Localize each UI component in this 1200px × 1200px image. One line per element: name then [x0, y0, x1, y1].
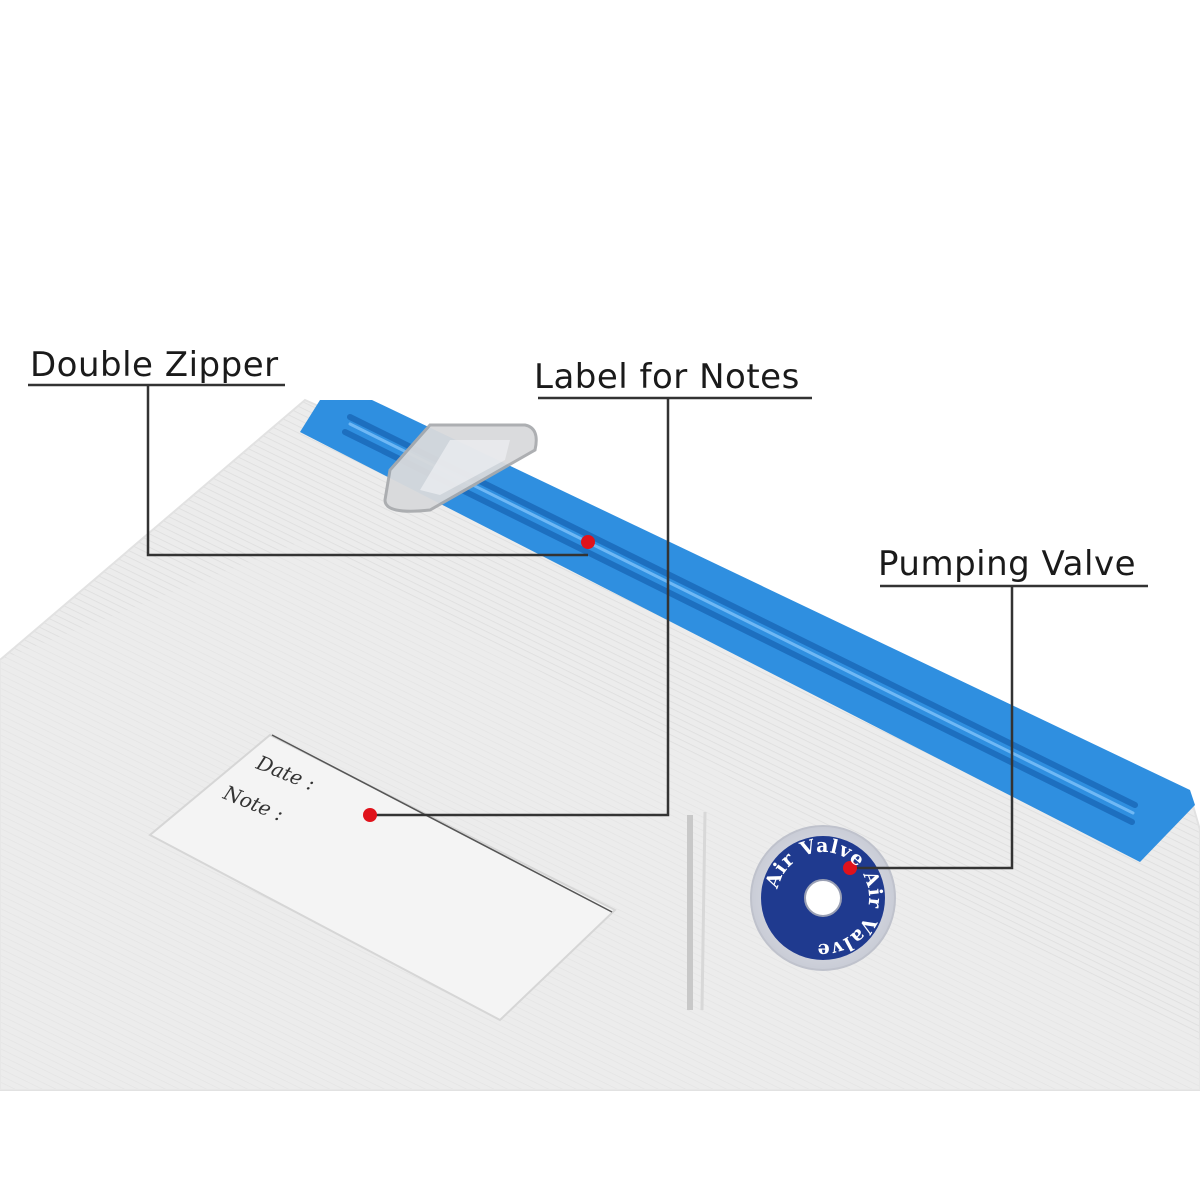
- side-seam: [687, 811, 707, 1011]
- notes-label-area: [148, 733, 617, 1022]
- svg-text:Note :: Note :: [219, 780, 287, 826]
- air-valve-text: Air Valve Air Valve: [761, 835, 886, 961]
- note-label: Note :: [219, 780, 287, 826]
- svg-text:Air Valve Air Valve: Air Valve Air Valve: [761, 835, 886, 961]
- pumping-valve-callout: Pumping Valve: [878, 544, 1136, 584]
- svg-text:Date :: Date :: [252, 750, 318, 795]
- zipper-slider: [383, 423, 538, 513]
- valve-marker: [843, 861, 857, 875]
- callout-leader-lines: [28, 383, 1148, 870]
- date-label: Date :: [252, 750, 318, 795]
- label-for-notes-callout: Label for Notes: [534, 357, 800, 397]
- double-zipper-marker: [581, 535, 595, 549]
- notes-label-marker: [363, 808, 377, 822]
- zipper-rail-bottom: [342, 429, 1135, 825]
- double-zipper-callout: Double Zipper: [30, 345, 279, 385]
